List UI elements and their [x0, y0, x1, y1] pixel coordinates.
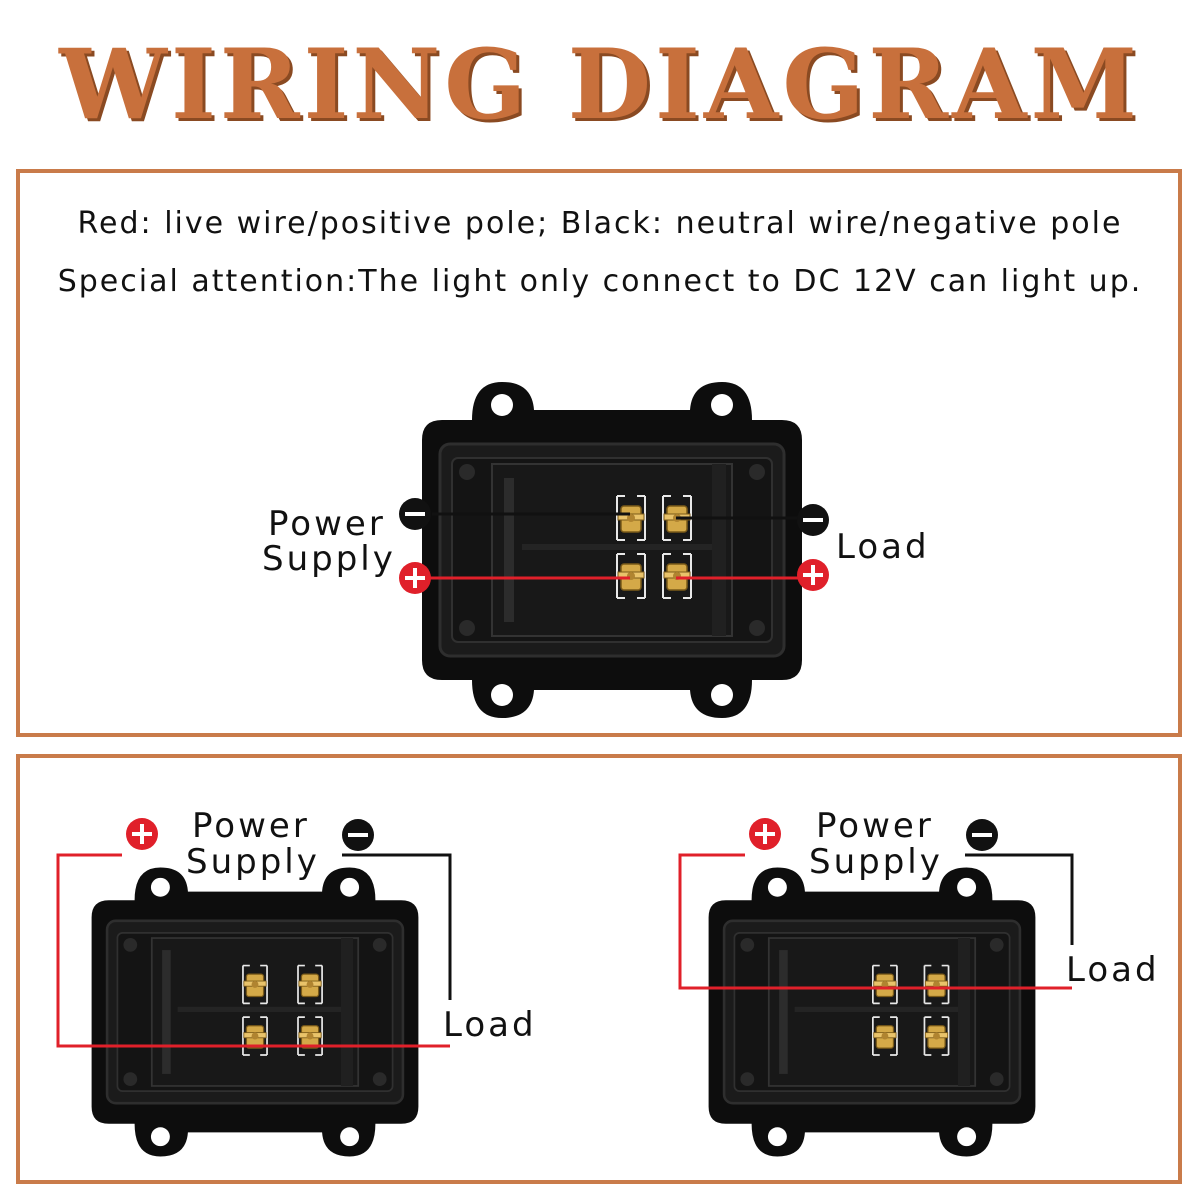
right-negative-wire [965, 853, 1074, 945]
top-supply-label: Supply [262, 539, 396, 579]
left-load-label: Load [443, 1005, 537, 1045]
left-supply-label: Supply [186, 842, 320, 882]
top-load-label: Load [836, 527, 930, 567]
left-negative-wire [342, 853, 452, 1000]
left-switch-housing [90, 866, 420, 1158]
attention-note: Special attention:The light only connect… [57, 264, 1143, 299]
right-switch-housing [707, 866, 1037, 1158]
legend-note: Red: live wire/positive pole; Black: neu… [77, 206, 1123, 241]
bottom-panel [16, 754, 1182, 1184]
top-panel [16, 169, 1182, 737]
left-positive-wire [56, 853, 450, 1048]
right-positive-wire [678, 853, 1072, 990]
top-power-label: Power [268, 504, 386, 544]
left-power-label: Power [192, 806, 310, 846]
page-title: WIRING DIAGRAM [59, 28, 1141, 141]
right-supply-label: Supply [809, 842, 943, 882]
right-load-label: Load [1066, 950, 1160, 990]
main-switch-housing [420, 380, 804, 720]
right-power-label: Power [816, 806, 934, 846]
